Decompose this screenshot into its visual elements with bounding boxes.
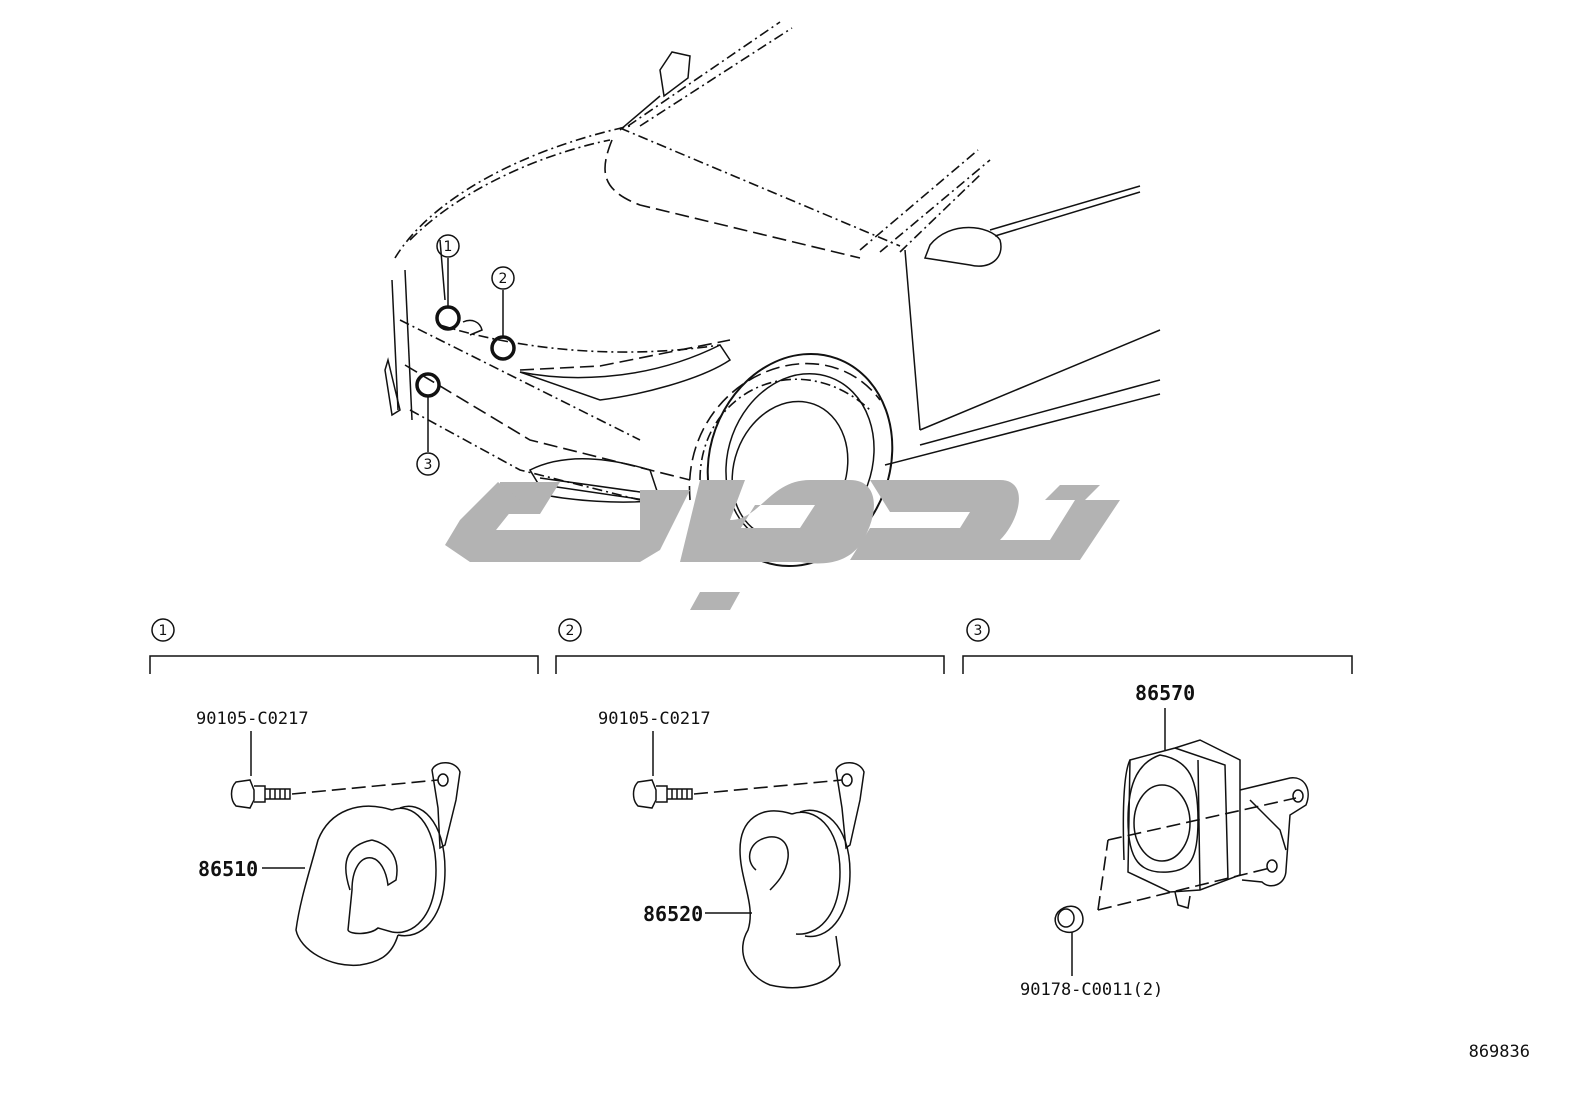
section-1-parts: 90105-C0217 86510	[196, 709, 461, 967]
section-2-parts: 90105-C0217 86520	[598, 709, 865, 989]
section-3-number: 3	[974, 623, 983, 639]
horn-location-markers: 1 2 3	[415, 234, 516, 476]
car-callout-2: 2	[499, 271, 508, 287]
car-callout-3: 3	[424, 457, 433, 473]
watermark-logo	[445, 480, 1120, 610]
bolt-part-number-2: 90105-C0217	[598, 709, 711, 729]
car-callout-1: 1	[444, 239, 453, 255]
nut-part-number: 90178-C0011(2)	[1020, 980, 1163, 1000]
section-1-bracket: 1	[149, 618, 539, 674]
section-3-parts: 86570 90178-C0011(2)	[1020, 681, 1309, 1000]
location-marker-3	[415, 372, 441, 398]
location-marker-1	[435, 305, 461, 331]
bolt-icon	[632, 779, 693, 809]
section-2-number: 2	[566, 623, 575, 639]
unit-part-number: 86570	[1135, 681, 1195, 705]
illustration-number: 869836	[1469, 1042, 1530, 1062]
section-1-number: 1	[159, 623, 168, 639]
sounder-unit-icon	[1122, 739, 1309, 909]
horn-icon	[295, 762, 461, 967]
bolt-part-number-1: 90105-C0217	[196, 709, 309, 729]
horn-icon	[739, 762, 865, 989]
section-2-bracket: 2	[555, 618, 945, 674]
car-front-illustration	[384, 21, 1161, 568]
section-3-bracket: 3	[962, 618, 1353, 674]
horn-part-number-1: 86510	[198, 857, 258, 881]
bolt-icon	[230, 779, 291, 809]
nut-icon	[1054, 905, 1084, 934]
horn-part-number-2: 86520	[643, 902, 703, 926]
